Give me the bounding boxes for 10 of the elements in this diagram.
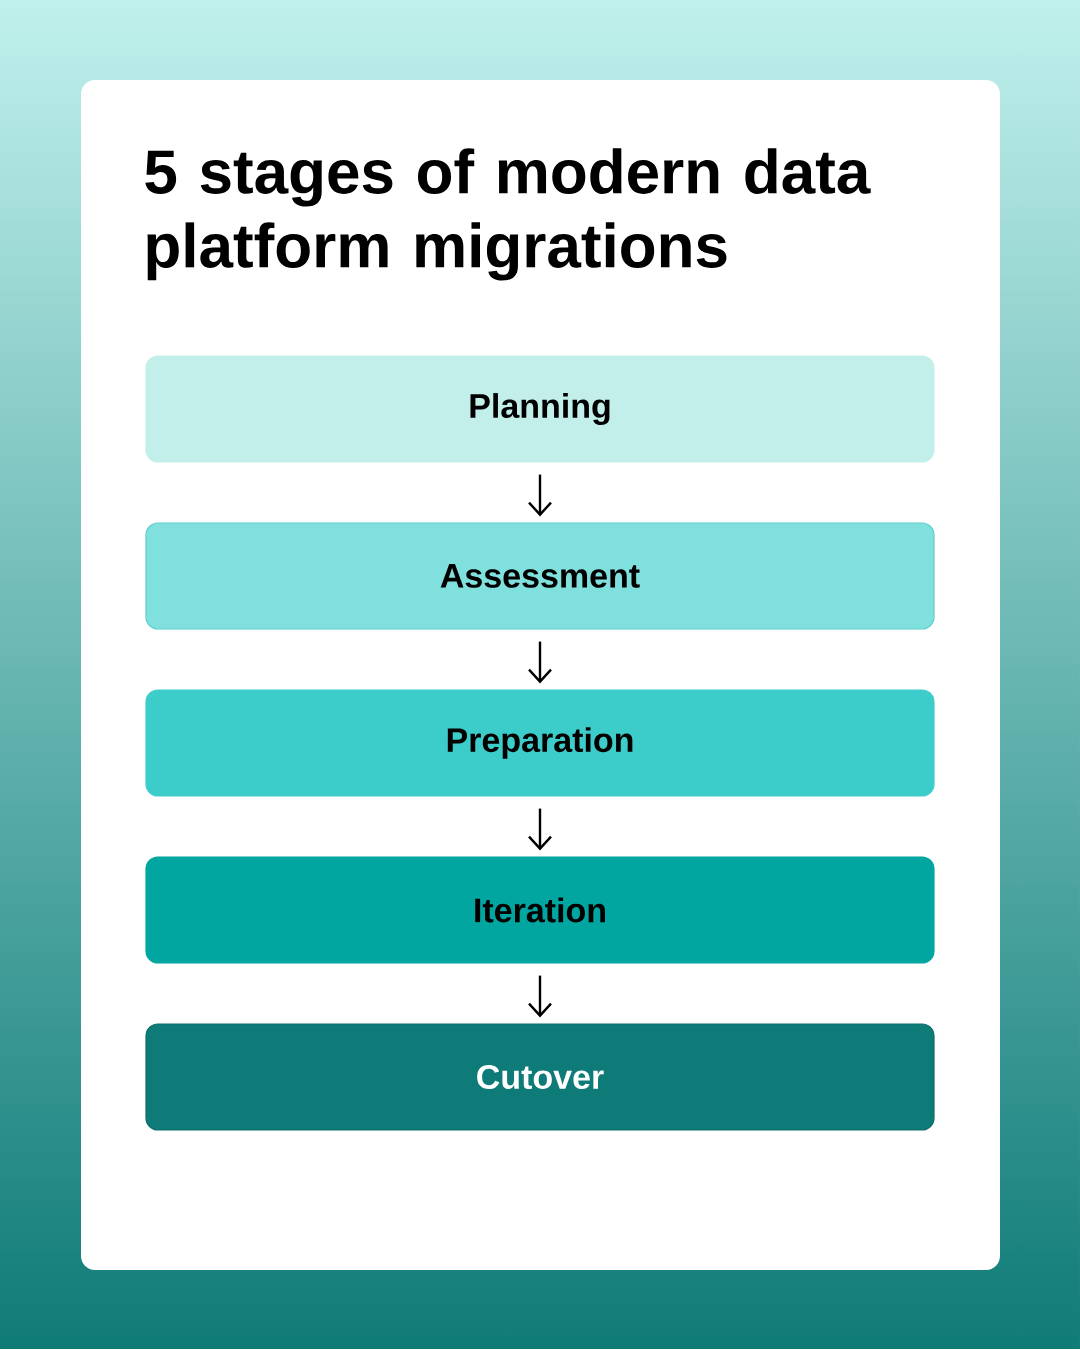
stage-box: Iteration bbox=[145, 856, 935, 964]
arrow bbox=[528, 975, 552, 1018]
arrow bbox=[528, 808, 552, 851]
stage-box: Assessment bbox=[145, 522, 935, 630]
arrow bbox=[528, 474, 552, 517]
title: 5 stages of modern data platform migrations bbox=[145, 148, 871, 281]
stage-box: Planning bbox=[145, 355, 935, 463]
arrow bbox=[528, 641, 552, 684]
stage-box: Preparation bbox=[145, 689, 935, 797]
stage-box: Cutover bbox=[145, 1023, 935, 1131]
